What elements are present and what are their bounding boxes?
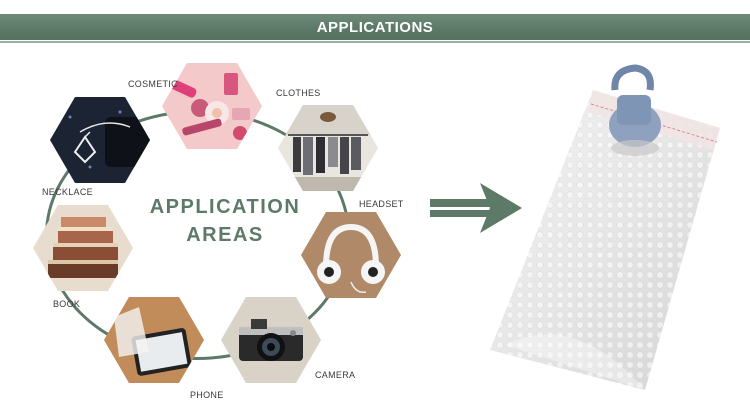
- label-phone: PHONE: [190, 390, 224, 400]
- arrow-right-icon: [430, 183, 522, 233]
- phone-photo: [104, 297, 204, 383]
- label-camera: CAMERA: [315, 370, 356, 380]
- label-headset: HEADSET: [359, 199, 404, 209]
- bubble-mailer-bag-photo: [490, 64, 720, 390]
- label-clothes: CLOTHES: [276, 88, 321, 98]
- banner-divider: [0, 41, 750, 43]
- cosmetic-photo: [162, 63, 262, 149]
- title-line-1: APPLICATION: [149, 196, 301, 218]
- label-book: BOOK: [53, 299, 81, 309]
- label-necklace: NECKLACE: [42, 187, 93, 197]
- title-line-2: AREAS: [186, 224, 264, 246]
- application-areas-title: APPLICATION AREAS: [140, 193, 310, 249]
- header-banner: APPLICATIONS: [0, 14, 750, 40]
- banner-title: APPLICATIONS: [316, 18, 434, 36]
- label-cosmetic: COSMETIC: [128, 79, 178, 89]
